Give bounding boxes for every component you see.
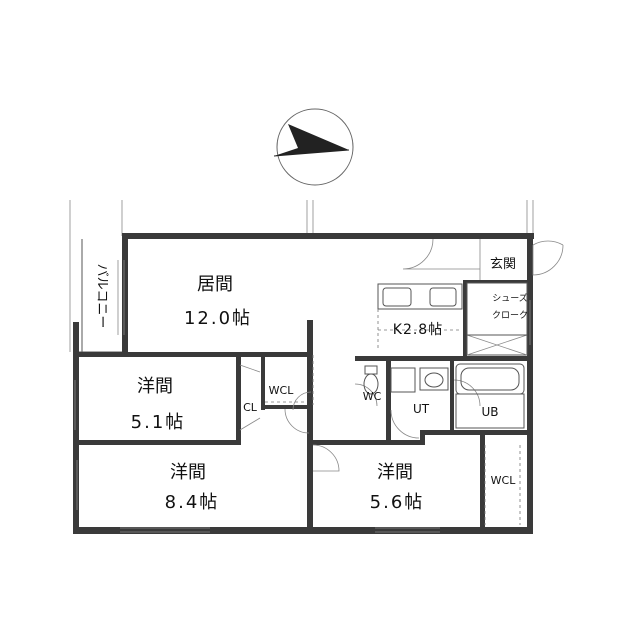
western-room-1-size: 5.1帖 xyxy=(131,412,186,433)
toilet-fixture xyxy=(363,365,379,395)
western-room-2-name: 洋間 xyxy=(170,462,206,483)
site-lines xyxy=(69,200,534,352)
utility-fixtures xyxy=(390,367,449,393)
western-room-3-size: 5.6帖 xyxy=(370,492,425,513)
entrance-area xyxy=(433,239,528,336)
walk-in-closet-1-label: WCL xyxy=(269,384,295,397)
toilet-label: WC xyxy=(363,390,382,403)
western-room-3-name: 洋間 xyxy=(377,462,413,483)
interior-walls xyxy=(79,280,530,532)
kitchen-label: K2.8帖 xyxy=(393,322,443,338)
living-room-name: 居間 xyxy=(197,274,233,295)
entrance-label: 玄関 xyxy=(490,257,516,272)
utility-label: UT xyxy=(413,402,430,416)
windows xyxy=(74,300,531,533)
balcony-label: バルコニー xyxy=(94,264,109,329)
doors xyxy=(239,238,564,472)
room-labels: 居間 12.0帖 K2.8帖 玄関 シューズ クローク バルコニー 洋間 5.1… xyxy=(94,257,528,513)
living-room-size: 12.0帖 xyxy=(184,308,252,329)
kitchen-fixtures xyxy=(377,283,528,356)
western-room-2-size: 8.4帖 xyxy=(165,492,220,513)
shoe-cloak-label-2: クローク xyxy=(492,310,528,321)
bath-label: UB xyxy=(481,405,498,419)
shoe-cloak-label-1: シューズ xyxy=(492,292,528,304)
exterior-walls xyxy=(73,233,534,534)
closets xyxy=(265,355,521,525)
walk-in-closet-2-label: WCL xyxy=(491,474,517,487)
bathtub-fixture xyxy=(455,363,525,429)
north-arrow-icon xyxy=(273,108,354,186)
western-room-1-name: 洋間 xyxy=(137,376,173,397)
closet-label: CL xyxy=(243,401,258,414)
